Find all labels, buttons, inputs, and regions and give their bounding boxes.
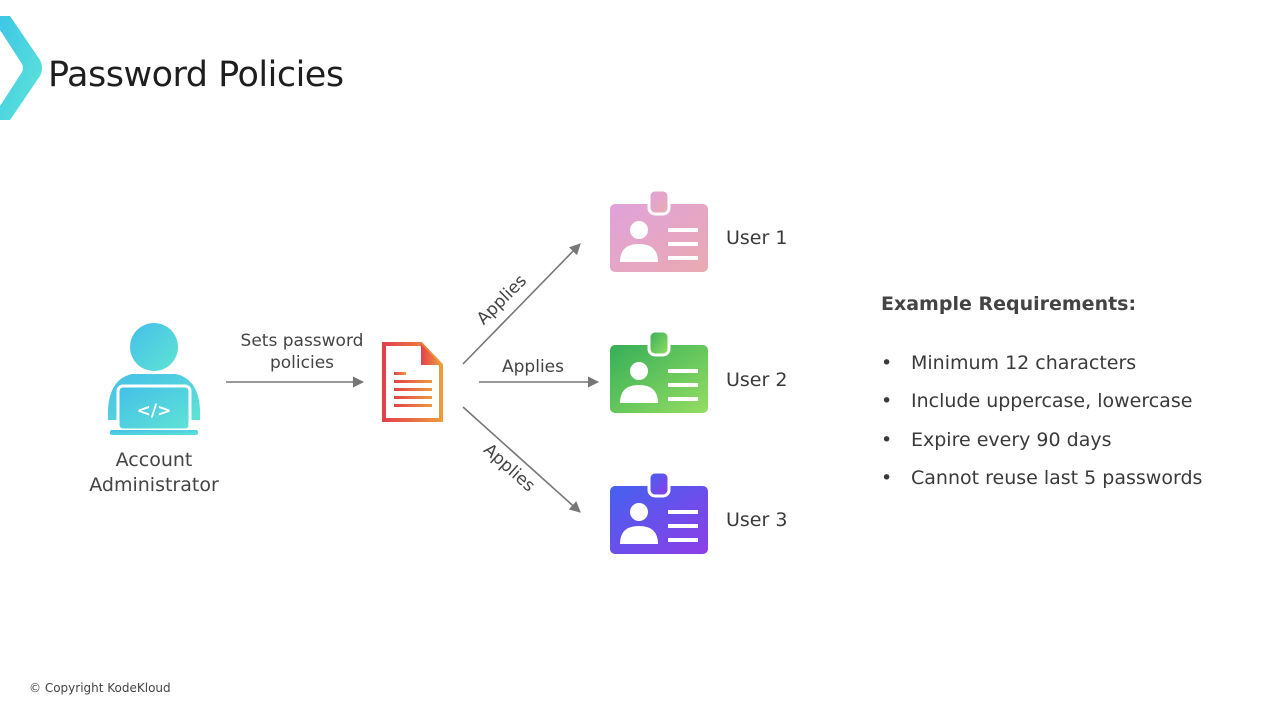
admin-label-line-2: Administrator bbox=[89, 474, 219, 496]
requirement-text: Expire every 90 days bbox=[911, 429, 1112, 451]
policy-document-icon bbox=[382, 342, 443, 422]
bullet: • bbox=[881, 352, 893, 374]
requirement-item: • Minimum 12 characters bbox=[881, 352, 1136, 374]
user-2-label: User 2 bbox=[726, 369, 788, 391]
requirements-heading: Example Requirements: bbox=[881, 293, 1137, 315]
sets-policies-label-line-2: policies bbox=[269, 353, 335, 373]
user-3-label: User 3 bbox=[726, 509, 788, 531]
bullet: • bbox=[881, 429, 893, 451]
user-1-label: User 1 bbox=[726, 227, 788, 249]
id-badge-icon-user-2 bbox=[610, 329, 708, 413]
bullet: • bbox=[881, 467, 893, 489]
requirement-item: • Include uppercase, lowercase bbox=[881, 390, 1192, 412]
bullet: • bbox=[881, 390, 893, 412]
applies-arrow-user-1 bbox=[462, 243, 581, 365]
copyright-footer: © Copyright KodeKloud bbox=[29, 681, 171, 695]
id-badge-icon-user-3 bbox=[610, 470, 708, 554]
applies-arrow-user-3 bbox=[462, 406, 581, 513]
admin-label-line-1: Account bbox=[115, 449, 193, 471]
requirement-item: • Expire every 90 days bbox=[881, 429, 1112, 451]
requirement-item: • Cannot reuse last 5 passwords bbox=[881, 467, 1202, 489]
sets-policies-label-line-1: Sets password bbox=[240, 331, 364, 351]
slide-title: Password Policies bbox=[48, 55, 344, 95]
developer-laptop-icon: </> bbox=[107, 323, 201, 435]
applies-label-user-2: Applies bbox=[502, 357, 564, 377]
id-badge-icon-user-1 bbox=[610, 188, 708, 272]
requirement-text: Cannot reuse last 5 passwords bbox=[911, 467, 1203, 489]
kodekloud-logo-icon bbox=[0, 16, 42, 120]
svg-text:</>: </> bbox=[137, 401, 172, 421]
requirement-text: Minimum 12 characters bbox=[911, 352, 1137, 374]
requirement-text: Include uppercase, lowercase bbox=[911, 390, 1193, 412]
